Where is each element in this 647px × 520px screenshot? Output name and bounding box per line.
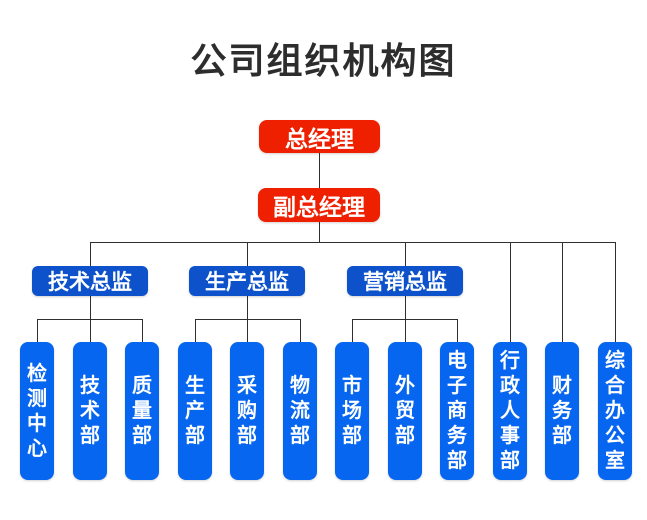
node-general-manager: 总经理 xyxy=(259,120,380,153)
connector-main-rail xyxy=(90,242,616,243)
node-dept-purchasing: 采购部 xyxy=(230,342,264,480)
connector-drop-dept xyxy=(142,319,143,342)
connector-drop-director-2 xyxy=(247,242,248,266)
connector-drop-dept xyxy=(195,319,196,342)
connector-drop-general-office xyxy=(615,242,616,342)
chart-title: 公司组织机构图 xyxy=(190,40,457,81)
node-dept-logistics: 物流部 xyxy=(283,342,317,480)
connector-deputy-rail xyxy=(319,221,320,242)
connector-drop-admin-hr xyxy=(510,242,511,342)
node-dept-admin-hr: 行政人事部 xyxy=(493,342,527,480)
connector-drop-dept xyxy=(457,319,458,342)
connector-subrail-group-2 xyxy=(195,319,301,320)
connector-drop-dept xyxy=(352,319,353,342)
node-dept-finance: 财务部 xyxy=(545,342,579,480)
node-dept-testing-center: 检测中心 xyxy=(20,342,54,480)
node-deputy-general-manager: 副总经理 xyxy=(258,188,380,222)
connector-drop-dept xyxy=(300,319,301,342)
connector-drop-finance xyxy=(562,242,563,342)
node-dept-ecommerce: 电子商务部 xyxy=(440,342,474,480)
connector-subrail-group-3 xyxy=(352,319,458,320)
connector-drop-director-1 xyxy=(90,242,91,266)
connector-drop-director-3 xyxy=(405,242,406,266)
connector-root-deputy xyxy=(319,152,320,188)
node-dept-foreign-trade: 外贸部 xyxy=(388,342,422,480)
connector-drop-dept xyxy=(37,319,38,342)
node-director-production: 生产总监 xyxy=(189,266,305,296)
node-director-marketing: 营销总监 xyxy=(347,266,463,296)
node-director-technical: 技术总监 xyxy=(32,266,148,296)
connector-subrail-group-1 xyxy=(37,319,143,320)
node-dept-technology: 技术部 xyxy=(73,342,107,480)
node-dept-general-office: 综合办公室 xyxy=(598,342,632,480)
node-dept-market: 市场部 xyxy=(335,342,369,480)
node-dept-quality: 质量部 xyxy=(125,342,159,480)
node-dept-production: 生产部 xyxy=(178,342,212,480)
